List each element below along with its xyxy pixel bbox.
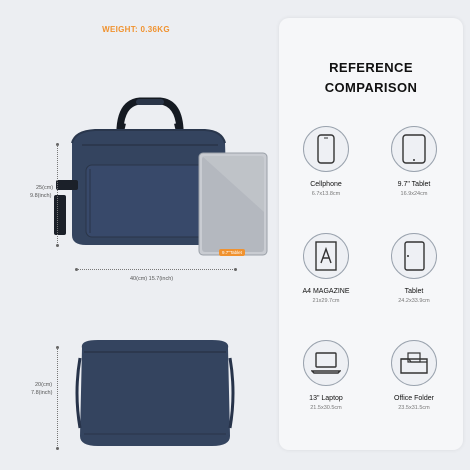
reference-item-magazine: A4 MAGAZINE 21x29.7cm [291,233,361,304]
height-inch-label: 9.8(inch) [30,193,52,199]
product-panel: WEIGHT: 0.36KG 9.7"Tablet 25(cm) 9.8(inc… [30,25,268,450]
tablet-large-icon [404,241,425,271]
weight-label: WEIGHT: 0.36KG [102,25,170,34]
dimension-marker [56,143,59,146]
bag-top-image [75,340,235,446]
reference-title-line2: COMPARISON [324,80,418,95]
dimension-marker [75,268,78,271]
item-size: 16.9x24cm [400,191,428,197]
item-size: 21x29.7cm [312,298,340,304]
width-dimension-line [77,269,235,270]
width-label: 40(cm) 15.7(inch) [130,276,174,282]
dimension-marker [56,447,59,450]
reference-item-laptop: 13" Laptop 21.5x30.5cm [291,340,361,411]
item-name: 9.7" Tablet [397,181,431,188]
tablet-icon-circle [391,126,437,172]
reference-item-cellphone: Cellphone 6.7x13.8cm [291,126,361,197]
item-name: 13" Laptop [309,395,343,402]
tablet-large-icon-circle [391,233,437,279]
item-name: A4 MAGAZINE [302,288,350,295]
item-size: 24.2x33.9cm [398,298,430,304]
depth-inch-label: 7.8(inch) [31,390,53,396]
reference-item-folder: Office Folder 23.5x31.5cm [379,340,449,411]
reference-item-tablet: Tablet 24.2x33.9cm [379,233,449,304]
item-name: Office Folder [394,395,434,402]
item-size: 6.7x13.8cm [311,191,341,197]
item-size: 21.5x30.5cm [310,405,342,411]
reference-item-tablet-9-7: 9.7" Tablet 16.9x24cm [379,126,449,197]
reference-title-line1: REFERENCE [329,60,413,75]
folder-icon [400,352,428,374]
tablet-icon [402,134,426,164]
reference-title: REFERENCE COMPARISON [279,58,463,98]
folder-icon-circle [391,340,437,386]
bag-front-image [54,97,228,245]
magazine-icon-circle [303,233,349,279]
height-dimension-line [57,145,58,245]
item-name: Cellphone [310,181,342,188]
cellphone-icon [317,134,335,164]
item-name: Tablet [404,288,424,295]
height-cm-label: 25(cm) [36,185,54,191]
cellphone-icon-circle [303,126,349,172]
magazine-icon [315,241,337,271]
item-size: 23.5x31.5cm [398,405,430,411]
laptop-icon-circle [303,340,349,386]
reference-comparison-panel: REFERENCE COMPARISON Cellphone 6.7x13.8c… [279,18,463,450]
tablet-tag: 9.7"Tablet [219,249,245,256]
tablet-reference-image [198,152,268,256]
dimension-marker [56,346,59,349]
dimension-marker [234,268,237,271]
dimension-marker [56,244,59,247]
laptop-icon [311,352,341,374]
depth-cm-label: 20(cm) [35,382,53,388]
depth-dimension-line [57,348,58,448]
